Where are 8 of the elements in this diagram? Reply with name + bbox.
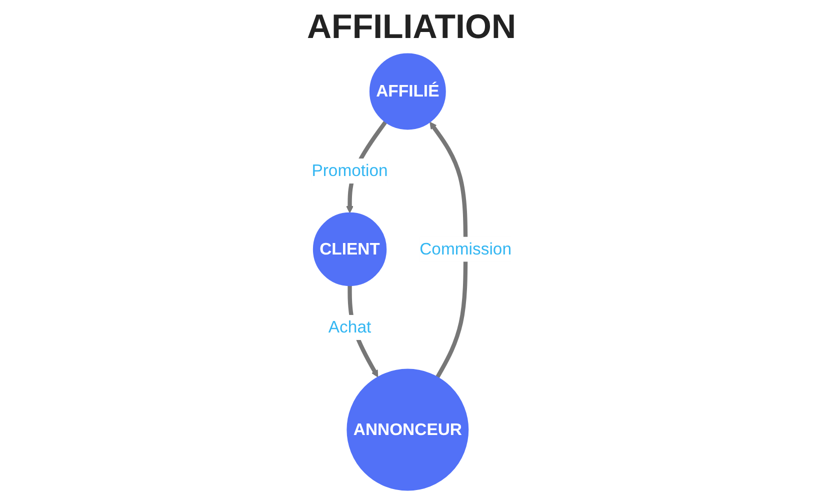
arrow (429, 122, 468, 378)
edge-label: Commission (420, 240, 512, 258)
node-circle: AFFILIÉ (369, 53, 446, 130)
title: AFFILIATION (307, 8, 516, 47)
node-circle: ANNONCEUR (346, 368, 469, 491)
edge-label: Achat (328, 318, 372, 337)
edge-label: Promotion (312, 162, 388, 180)
node-circle: CLIENT (312, 212, 386, 286)
